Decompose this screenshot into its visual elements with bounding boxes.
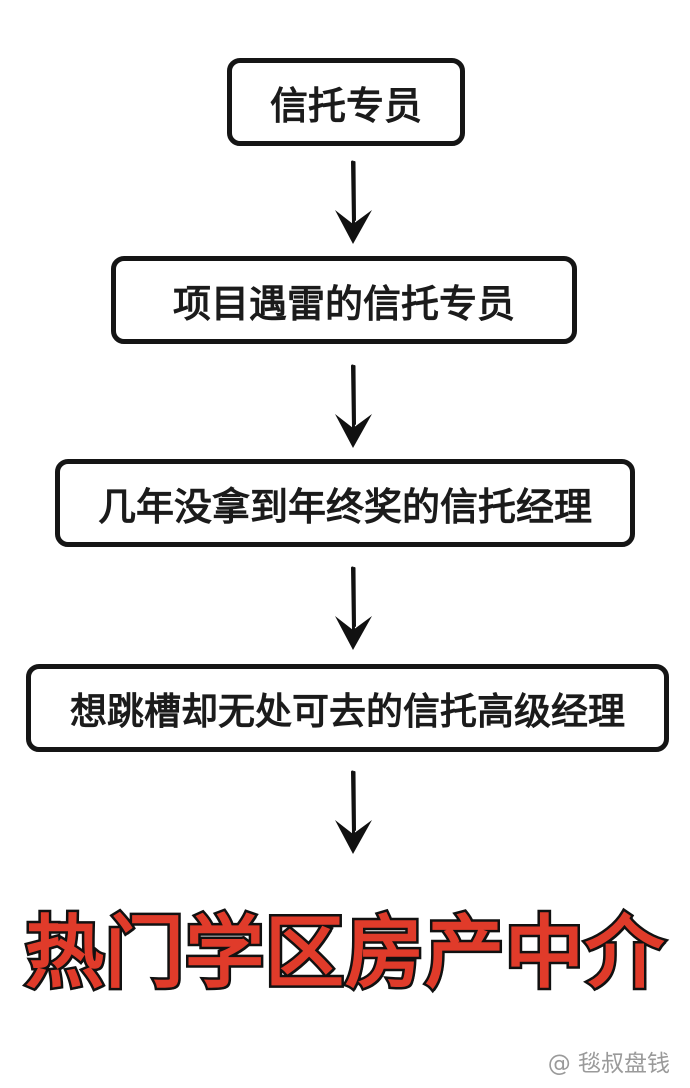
watermark-author: 毯叔盘钱 — [578, 1051, 670, 1077]
flow-step-3: 几年没拿到年终奖的信托经理 — [55, 459, 635, 547]
flow-step-1: 信托专员 — [227, 58, 465, 146]
flow-step-3-label: 几年没拿到年终奖的信托经理 — [97, 484, 592, 529]
down-arrow-icon — [335, 364, 372, 448]
at-icon: @ — [547, 1051, 571, 1077]
down-arrow-icon — [335, 566, 372, 650]
flow-step-4-label: 想跳槽却无处可去的信托高级经理 — [70, 690, 625, 733]
watermark: @ 毯叔盘钱 — [548, 1044, 670, 1078]
flow-step-4: 想跳槽却无处可去的信托高级经理 — [26, 664, 669, 752]
flow-step-2: 项目遇雷的信托专员 — [111, 256, 577, 344]
flow-step-2-label: 项目遇雷的信托专员 — [172, 281, 515, 326]
flow-result-label: 热门学区房产中介 — [23, 904, 667, 1001]
down-arrow-icon — [335, 160, 372, 244]
flow-step-1-label: 信托专员 — [269, 83, 422, 128]
down-arrow-icon — [335, 770, 372, 854]
